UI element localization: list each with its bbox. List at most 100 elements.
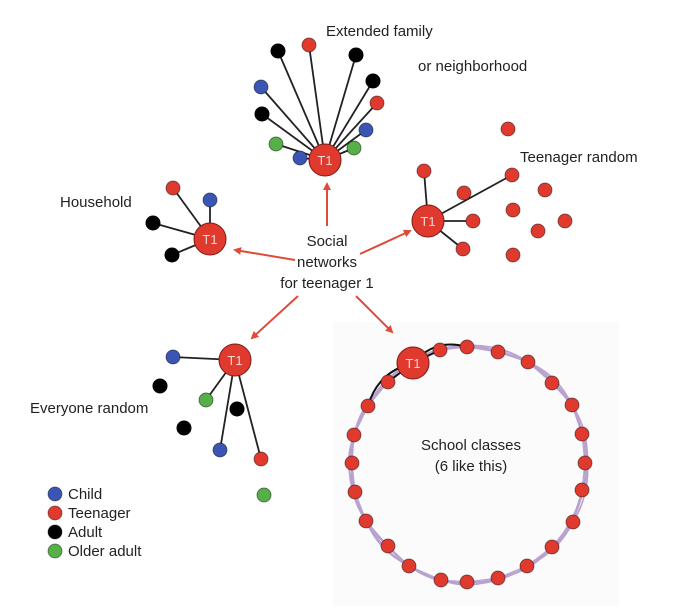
school-node-teenager: [347, 484, 363, 500]
school-node-teenager: [520, 354, 536, 370]
label-household: Household: [60, 194, 132, 211]
everyone-random-node-child: [165, 349, 181, 365]
label-or-neighborhood: or neighborhood: [418, 58, 527, 75]
legend-swatch: [47, 486, 63, 502]
everyone-random-node-child: [212, 442, 228, 458]
school-edge: [351, 381, 389, 464]
teenager-random-node-teenager: [500, 121, 516, 137]
school-node-teenager: [519, 558, 535, 574]
extended-family-node-teenager: [301, 37, 317, 53]
extended-family-node-adult: [348, 47, 364, 63]
teenager-random-node-teenager: [505, 247, 521, 263]
legend-item-adult: Adult: [47, 524, 103, 541]
school-node-teenager: [433, 572, 449, 588]
school-node-teenager: [490, 344, 506, 360]
arrow-1: [233, 247, 296, 261]
legend-item-child: Child: [47, 486, 102, 503]
legend-item-teenager: Teenager: [47, 505, 131, 522]
center-label-line-2: networks: [297, 254, 357, 271]
school-node-teenager: [344, 455, 360, 471]
teenager-random-node-teenager: [416, 163, 432, 179]
legend-label: Adult: [68, 524, 103, 541]
household-node-adult: [164, 247, 180, 263]
extended-family-edge: [308, 44, 326, 161]
legend-label: Child: [68, 486, 102, 503]
label-school-count: (6 like this): [435, 458, 508, 475]
school-edge: [551, 382, 586, 464]
everyone-random-node-older-adult: [198, 392, 214, 408]
school-node-teenager: [565, 514, 581, 530]
school-node-teenager: [380, 538, 396, 554]
school-node-teenager: [358, 513, 374, 529]
school-node-teenager: [544, 539, 560, 555]
school-node-teenager: [459, 574, 475, 590]
extended-family-node-adult: [254, 106, 270, 122]
everyone-random-node-teenager: [253, 451, 269, 467]
household-node-child: [202, 192, 218, 208]
extended-family-edge: [277, 50, 326, 161]
extended-family-node-child: [292, 150, 308, 166]
school-node-teenager: [490, 570, 506, 586]
extended-family-node-child: [358, 122, 374, 138]
label-everyone-random: Everyone random: [30, 400, 148, 417]
school-node-teenager: [574, 426, 590, 442]
school-ego-node: T1: [396, 346, 430, 380]
label-extended-family: Extended family: [326, 23, 433, 40]
school-panel-background: [333, 322, 619, 606]
legend-label: Teenager: [68, 505, 131, 522]
household-ego-node: T1: [193, 222, 227, 256]
ego-label: T1: [202, 232, 217, 247]
school-node-teenager: [544, 375, 560, 391]
extended-family-node-adult: [365, 73, 381, 89]
label-school-classes: School classes: [421, 437, 521, 454]
extended-family-node-older-adult: [268, 136, 284, 152]
label-teenager-random: Teenager random: [520, 149, 638, 166]
arrow-4: [355, 295, 394, 334]
everyone-random-node-adult: [229, 401, 245, 417]
everyone-random-node-adult: [152, 378, 168, 394]
ego-label: T1: [317, 153, 332, 168]
center-label: Social networks for teenager 1: [280, 233, 373, 292]
extended-family-node-teenager: [369, 95, 385, 111]
teenager-random-node-teenager: [505, 202, 521, 218]
ego-node-circle: [193, 222, 227, 256]
ego-label: T1: [227, 353, 242, 368]
school-node-teenager: [346, 427, 362, 443]
everyone-random-ego-node: T1: [218, 343, 252, 377]
extended-family-node-adult: [270, 43, 286, 59]
center-label-line-3: for teenager 1: [280, 275, 373, 292]
teenager-random-node-teenager: [504, 167, 520, 183]
legend-swatch: [47, 505, 63, 521]
arrow-3: [250, 295, 299, 340]
school-node-teenager: [564, 397, 580, 413]
ego-node-circle: [218, 343, 252, 377]
teenager-random-node-teenager: [557, 213, 573, 229]
extended-family-edge: [324, 54, 357, 161]
legend-label: Older adult: [68, 543, 142, 560]
school-node-teenager: [360, 398, 376, 414]
everyone-random-node-adult: [176, 420, 192, 436]
legend-item-older-adult: Older adult: [47, 543, 142, 560]
school-node-teenager: [577, 455, 593, 471]
extended-family-node-child: [253, 79, 269, 95]
teenager-random-node-teenager: [530, 223, 546, 239]
ego-label: T1: [405, 356, 420, 371]
household-node-adult: [145, 215, 161, 231]
arrow-2: [359, 229, 412, 255]
everyone-random-node-older-adult: [256, 487, 272, 503]
legend-swatch: [47, 524, 63, 540]
teenager-random-node-teenager: [537, 182, 553, 198]
school-node-teenager: [401, 558, 417, 574]
teenager-random-node-teenager: [465, 213, 481, 229]
arrows-layer: [233, 182, 412, 340]
school-node-teenager: [574, 482, 590, 498]
teenager-random-ego-node: T1: [411, 204, 445, 238]
everyone-random-edge: [234, 359, 262, 460]
household-node-teenager: [165, 180, 181, 196]
legend-swatch: [47, 543, 63, 559]
ego-node-circle: [411, 204, 445, 238]
extended-family-node-older-adult: [346, 140, 362, 156]
ego-node-circle: [396, 346, 430, 380]
